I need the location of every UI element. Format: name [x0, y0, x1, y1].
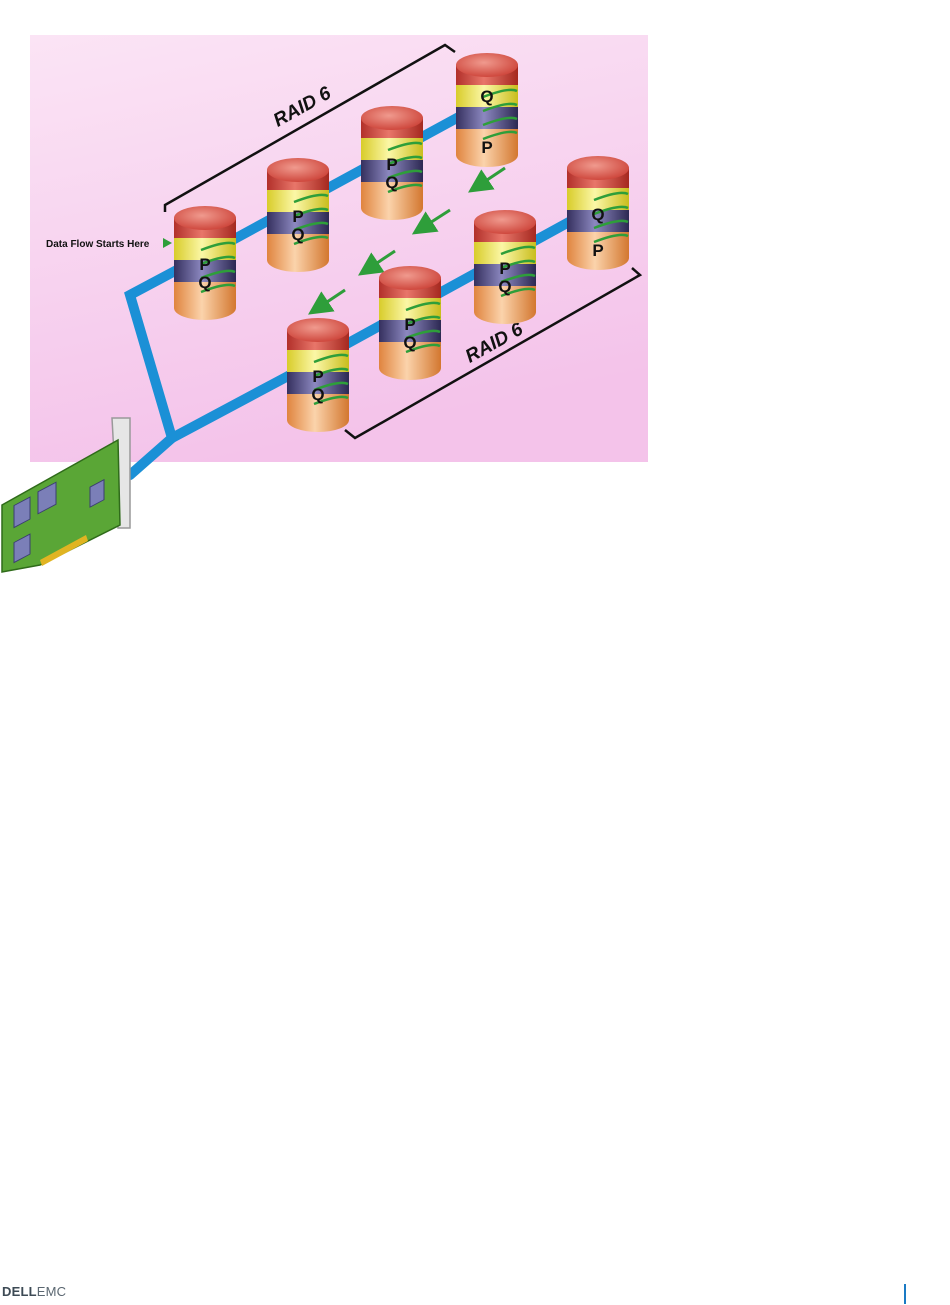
parity-label-lower: Q [498, 277, 511, 296]
parity-label-upper: P [386, 155, 397, 174]
drive-cylinder: QP [456, 53, 518, 167]
parity-label-lower: Q [403, 333, 416, 352]
parity-label-lower: Q [291, 225, 304, 244]
parity-label-lower: Q [198, 273, 211, 292]
drive-cylinder: PQ [287, 318, 349, 432]
data-flow-start-label: Data Flow Starts Here [46, 239, 150, 250]
parity-label-upper: Q [591, 205, 604, 224]
parity-label-upper: P [404, 315, 415, 334]
drive-cylinder: PQ [379, 266, 441, 380]
drive-cylinder: PQ [361, 106, 423, 220]
drive-cylinder: QP [567, 156, 629, 270]
parity-label-lower: Q [385, 173, 398, 192]
parity-label-lower: P [481, 138, 492, 157]
dell-emc-logo: DELLEMC [2, 1284, 66, 1299]
drive-cylinder: PQ [267, 158, 329, 272]
logo-emc: EMC [37, 1284, 67, 1299]
footer-page-rule [904, 1284, 906, 1304]
drive-cylinder: PQ [174, 206, 236, 320]
parity-label-lower: Q [311, 385, 324, 404]
parity-label-upper: P [292, 207, 303, 226]
parity-label-upper: Q [480, 87, 493, 106]
parity-label-upper: P [199, 255, 210, 274]
drive-cylinder: PQ [474, 210, 536, 324]
parity-label-upper: P [312, 367, 323, 386]
parity-label-lower: P [592, 241, 603, 260]
parity-label-upper: P [499, 259, 510, 278]
logo-dell: DELL [2, 1284, 37, 1299]
